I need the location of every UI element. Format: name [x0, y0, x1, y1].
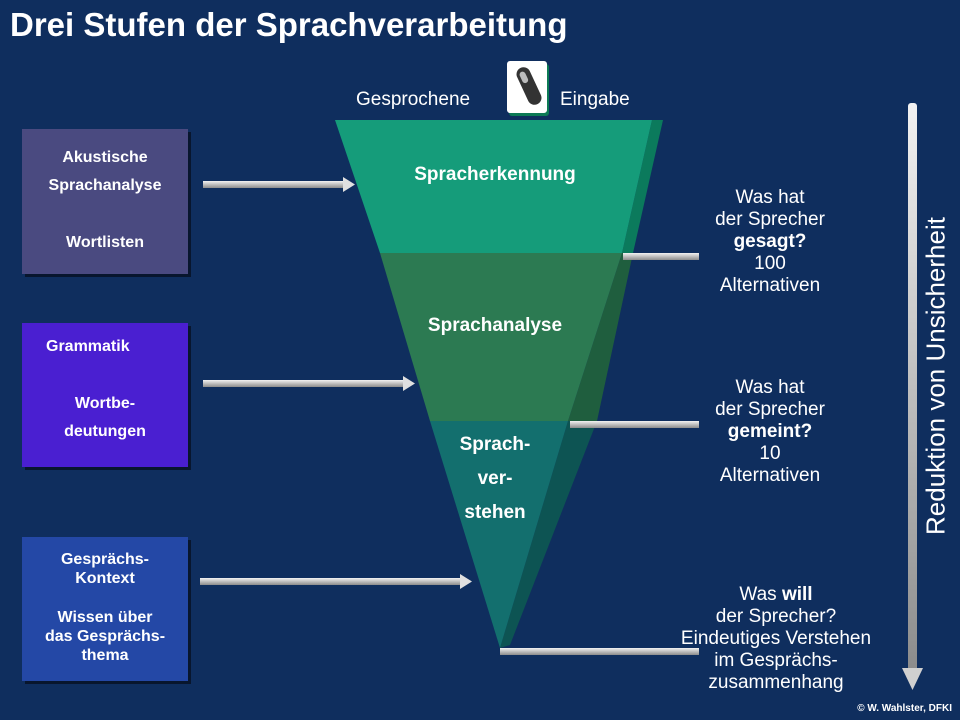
input-label-left: Gesprochene	[356, 89, 471, 110]
out2-l3: gemeint?	[727, 421, 813, 442]
slide-title: Drei Stufen der Sprachverarbeitung	[10, 6, 568, 43]
out1-l3: gesagt?	[733, 231, 807, 252]
copyright: © W. Wahlster, DFKI	[857, 703, 952, 714]
arrow-left-1	[203, 177, 355, 192]
out3-l1b: will	[781, 584, 813, 605]
out3-l3: Eindeutiges Verstehen	[680, 628, 872, 649]
funnel-stage3-edge	[500, 421, 597, 648]
out1-l2: der Sprecher	[715, 209, 825, 230]
out1-l1: Was hat	[735, 187, 805, 208]
out2-l5: Alternativen	[719, 465, 821, 486]
out1-l4: 100	[754, 253, 786, 274]
out2-l4: 10	[759, 443, 781, 464]
box1-line-2: Sprachanalyse	[48, 177, 162, 194]
arrow-right-1	[623, 253, 699, 260]
uncertainty-arrow	[902, 103, 923, 690]
box1-line-1: Akustische	[62, 149, 148, 166]
box3-line-3: Wissen über	[57, 609, 153, 626]
stage-label-sprachverstehen: Sprach- ver- stehen	[440, 428, 550, 530]
funnel-stage3	[430, 421, 568, 648]
knowledge-box-grammar: Grammatik Wortbe- deutungen	[22, 323, 188, 467]
arrow-left-3	[200, 574, 472, 589]
funnel-stage1-edge	[622, 120, 663, 253]
out3-l1: Was will	[654, 584, 898, 606]
knowledge-box-context: Gesprächs- Kontext Wissen über das Gespr…	[22, 537, 188, 681]
output-will: Was will der Sprecher? Eindeutiges Verst…	[654, 584, 898, 694]
stage-label-sprachanalyse: Sprachanalyse	[427, 315, 563, 336]
stage-label-spracherkennung: Spracherkennung	[414, 164, 576, 185]
box2-line-1: Grammatik	[46, 338, 130, 355]
out2-l2: der Sprecher	[715, 399, 825, 420]
box3-line-2: Kontext	[75, 570, 135, 587]
output-gemeint: Was hat der Sprecher gemeint? 10 Alterna…	[690, 377, 850, 487]
out3-l5: zusammenhang	[708, 672, 844, 693]
arrow-right-2	[570, 421, 699, 428]
out2-l1: Was hat	[735, 377, 805, 398]
output-gesagt: Was hat der Sprecher gesagt? 100 Alterna…	[690, 187, 850, 297]
out3-l1a: Was	[739, 584, 782, 605]
input-label-right: Eingabe	[560, 89, 630, 110]
out3-l4: im Gesprächs-	[714, 650, 838, 671]
box2-line-2: Wortbe-	[74, 395, 136, 412]
stage3-line-1: Sprach-	[459, 434, 531, 455]
box3-line-1: Gesprächs-	[60, 551, 150, 568]
box3-line-5: thema	[81, 647, 129, 664]
box3-line-4: das Gesprächs-	[44, 628, 166, 645]
arrow-left-2	[203, 376, 415, 391]
box1-line-3: Wortlisten	[66, 234, 144, 251]
box2-line-3: deutungen	[64, 423, 146, 440]
knowledge-box-acoustic: Akustische Sprachanalyse Wortlisten	[22, 129, 188, 274]
uncertainty-label: Reduktion von Unsicherheit	[920, 217, 951, 535]
funnel-stage1	[335, 120, 652, 253]
funnel-stage2-edge	[568, 253, 633, 421]
funnel-stage2	[380, 253, 622, 421]
out3-l2: der Sprecher?	[715, 606, 837, 627]
stage3-line-2: ver-	[477, 468, 513, 489]
stage3-line-3: stehen	[464, 502, 526, 523]
microphone-icon	[507, 61, 549, 116]
arrow-right-3	[500, 648, 699, 655]
out1-l5: Alternativen	[719, 275, 821, 296]
